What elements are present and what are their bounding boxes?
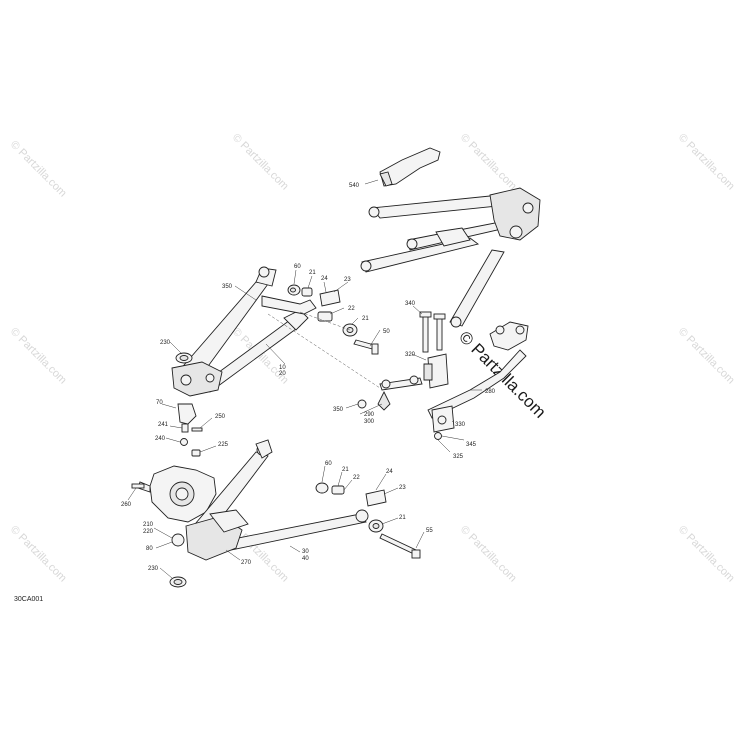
callout-240: 240 xyxy=(155,436,166,442)
part-ball-joint-80[interactable] xyxy=(171,533,185,547)
callout-325: 325 xyxy=(453,454,464,460)
watermark: © Partzilla.com xyxy=(230,132,291,193)
callout-320: 320 xyxy=(405,352,416,358)
part-clip-225[interactable] xyxy=(191,449,201,457)
callout-210: 210 xyxy=(143,522,154,528)
callout-350: 350 xyxy=(222,284,233,290)
part-sleeve-21-lower[interactable] xyxy=(331,485,345,495)
callout-260: 260 xyxy=(121,502,132,508)
callout-70: 70 xyxy=(156,400,163,406)
part-nut-350[interactable] xyxy=(357,399,367,409)
part-bushing-60[interactable] xyxy=(287,284,301,296)
part-nut-325[interactable] xyxy=(434,432,442,440)
callout-60: 60 xyxy=(325,461,332,467)
callout-21: 21 xyxy=(342,467,349,473)
callout-21: 21 xyxy=(362,316,369,322)
part-bolt-340[interactable] xyxy=(419,311,446,353)
callout-345: 345 xyxy=(466,442,477,448)
callout-340: 340 xyxy=(405,301,416,307)
part-sleeve-22[interactable] xyxy=(317,311,333,322)
part-bolt-50[interactable] xyxy=(353,339,379,355)
callout-10: 10 xyxy=(279,365,286,371)
part-bracket-540[interactable] xyxy=(379,147,441,187)
part-bolt-260[interactable] xyxy=(131,483,145,489)
part-knuckle-210[interactable] xyxy=(137,465,217,523)
part-clamp-330[interactable] xyxy=(431,405,455,433)
callout-23: 23 xyxy=(399,485,406,491)
callout-labels: 540 350 60 21 24 23 22 21 50 230 340 320… xyxy=(121,183,496,572)
callout-20: 20 xyxy=(279,371,286,377)
part-bracket-320[interactable] xyxy=(423,353,449,389)
part-bolt-55[interactable] xyxy=(379,533,421,559)
diagram-code: 30CA001 xyxy=(14,596,44,603)
part-bushing-60-lower[interactable] xyxy=(315,482,329,494)
callout-30: 30 xyxy=(302,549,309,555)
callout-80: 80 xyxy=(146,546,153,552)
callout-24: 24 xyxy=(321,276,328,282)
watermark-layer: © Partzilla.com © Partzilla.com © Partzi… xyxy=(8,132,737,585)
part-bushing-21-lower[interactable] xyxy=(368,519,384,533)
part-lower-a-arm-30[interactable] xyxy=(185,439,369,561)
part-bushing-23-lower[interactable] xyxy=(365,489,387,507)
callout-225: 225 xyxy=(218,442,229,448)
part-washer-230-upper[interactable] xyxy=(175,352,193,364)
callout-270: 270 xyxy=(241,560,252,566)
callout-50: 50 xyxy=(383,329,390,335)
watermark: © Partzilla.com xyxy=(676,524,737,585)
part-trailing-arm-assembly[interactable] xyxy=(360,187,541,328)
watermark: © Partzilla.com xyxy=(458,524,519,585)
part-upper-a-arm-10[interactable] xyxy=(171,266,317,397)
callout-22: 22 xyxy=(353,475,360,481)
part-bolt-250[interactable] xyxy=(191,427,203,432)
callout-55: 55 xyxy=(426,528,433,534)
part-nut-240[interactable] xyxy=(180,438,188,446)
callout-220: 220 xyxy=(143,529,154,535)
callout-280: 280 xyxy=(485,389,496,395)
callout-290: 290 xyxy=(364,412,375,418)
watermark: © Partzilla.com xyxy=(676,326,737,387)
watermark: © Partzilla.com xyxy=(8,524,69,585)
watermark: © Partzilla.com xyxy=(458,132,519,193)
part-bushing-23[interactable] xyxy=(319,289,341,307)
callout-22: 22 xyxy=(348,306,355,312)
watermark: © Partzilla.com xyxy=(8,139,69,200)
callout-540: 540 xyxy=(349,183,360,189)
callout-21: 21 xyxy=(309,270,316,276)
watermark: © Partzilla.com xyxy=(8,326,69,387)
part-washer-230-lower[interactable] xyxy=(169,576,187,588)
callout-330: 330 xyxy=(455,422,466,428)
callout-230: 230 xyxy=(148,566,159,572)
part-bushing-21[interactable] xyxy=(342,323,358,337)
callout-24: 24 xyxy=(386,469,393,475)
part-sleeve-21[interactable] xyxy=(301,287,313,297)
watermark: © Partzilla.com xyxy=(676,132,737,193)
leader-lines xyxy=(127,269,482,579)
callout-300: 300 xyxy=(364,419,375,425)
callout-230: 230 xyxy=(160,340,171,346)
callout-350: 350 xyxy=(333,407,344,413)
callout-250: 250 xyxy=(215,414,226,420)
part-ball-joint-70[interactable] xyxy=(177,403,197,433)
callout-60: 60 xyxy=(294,264,301,270)
callout-21: 21 xyxy=(399,515,406,521)
callout-23: 23 xyxy=(344,277,351,283)
callout-241: 241 xyxy=(158,422,169,428)
callout-40: 40 xyxy=(302,556,309,562)
part-sway-link-290[interactable] xyxy=(377,375,423,411)
